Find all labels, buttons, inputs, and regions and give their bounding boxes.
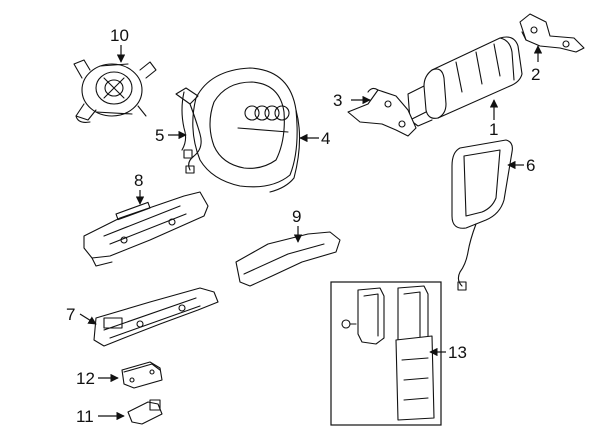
callout-8: 8 xyxy=(134,171,143,190)
airbag-bracket-right-part[interactable] xyxy=(519,13,585,53)
callout-3: 3 xyxy=(333,91,342,110)
connector-kit-part[interactable] xyxy=(341,285,435,421)
callout-11: 11 xyxy=(76,407,94,426)
trim-panel-part[interactable] xyxy=(235,231,341,287)
driver-airbag-part[interactable] xyxy=(192,67,301,193)
airbag-bracket-left-part[interactable] xyxy=(347,87,417,137)
kit-box xyxy=(330,281,442,426)
callout-10: 10 xyxy=(110,26,129,45)
callout-5: 5 xyxy=(155,126,164,145)
callout-13: 13 xyxy=(448,343,467,362)
callout-9: 9 xyxy=(292,207,301,226)
callout-4: 4 xyxy=(321,129,330,148)
callout-12: 12 xyxy=(76,369,95,388)
clock-spring-part[interactable] xyxy=(73,59,157,123)
callout-6: 6 xyxy=(526,156,535,175)
leader-lines xyxy=(79,45,543,421)
callout-1: 1 xyxy=(489,120,498,139)
control-module-part[interactable] xyxy=(121,361,163,389)
knee-airbag-part[interactable] xyxy=(451,139,513,291)
callout-7: 7 xyxy=(66,305,75,324)
side-module-upper-part[interactable] xyxy=(83,191,209,267)
airbag-wiring-part[interactable] xyxy=(175,87,202,174)
impact-sensor-part[interactable] xyxy=(127,399,163,425)
side-module-lower-part[interactable] xyxy=(93,287,219,347)
callout-2: 2 xyxy=(531,65,540,84)
passenger-airbag-part[interactable] xyxy=(407,36,523,127)
